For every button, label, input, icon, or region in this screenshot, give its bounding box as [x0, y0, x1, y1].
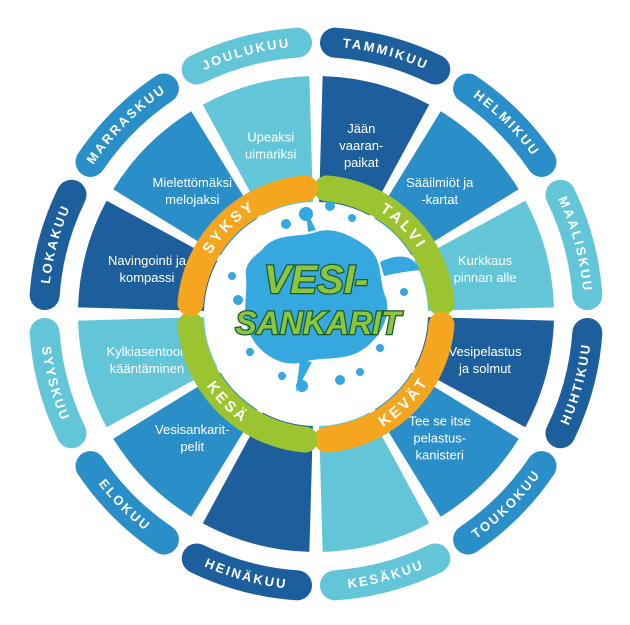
tab-marraskuu	[75, 73, 179, 177]
season-arc-talvi	[313, 175, 455, 317]
season-arc-kevät	[313, 311, 455, 453]
activity-line: Kylkiasentoon	[106, 344, 187, 359]
activity-line: kanisteri	[416, 448, 465, 463]
activity-line: Mielettömäksi	[153, 175, 233, 190]
activity-syyskuu: Kylkiasentoon kääntäminen	[106, 344, 187, 376]
splash-spike	[306, 210, 316, 232]
activity-line: Sääilmiöt ja	[406, 175, 474, 190]
tab-lokakuu	[29, 179, 87, 311]
activity-huhtikuu: Vesipelastus ja solmut	[449, 344, 522, 376]
activity-line: ja solmut	[458, 361, 511, 376]
activity-lokakuu: Navingointi ja kompassi	[108, 253, 187, 285]
season-arc-kesä	[177, 311, 319, 453]
activity-line: -kartat	[421, 192, 458, 207]
activity-line: pelit	[180, 439, 204, 454]
tab-joulukuu	[181, 27, 313, 85]
activity-joulukuu: Upeaksi uimariksi	[245, 129, 296, 161]
activity-tammikuu: Jään vaaran-paikat	[339, 121, 383, 170]
splash-spike	[296, 360, 312, 392]
splash-body	[245, 230, 388, 364]
activity-line: Vesisankarit-	[155, 422, 229, 437]
tab-maaliskuu	[545, 179, 603, 311]
activity-line: Vesipelastus	[449, 344, 522, 359]
tab-huhtikuu	[545, 317, 603, 449]
tab-toukokuu	[453, 451, 557, 555]
activity-marraskuu: Mielettömäksi melojaksi	[153, 175, 233, 207]
activity-maaliskuu: Kurkkaus pinnan alle	[454, 253, 517, 285]
activity-line: Jään	[347, 121, 375, 136]
activity-line: Kurkkaus	[458, 253, 513, 268]
splash-drop	[400, 288, 408, 296]
splash-drop	[376, 344, 384, 352]
vesisankarit-logo: VESI- SANKARIT	[228, 201, 420, 392]
tab-syyskuu	[29, 317, 87, 449]
activity-line: uimariksi	[245, 146, 296, 161]
splash-spike	[380, 256, 420, 276]
tab-tammikuu	[319, 27, 451, 85]
activity-helmikuu: Sääilmiöt ja -kartat	[406, 175, 474, 207]
splash-drop	[233, 295, 243, 305]
activity-line: melojaksi	[165, 192, 219, 207]
tab-kesäkuu	[319, 543, 451, 601]
splash-drop	[325, 201, 335, 211]
season-arc-syksy	[177, 175, 319, 317]
splash-drop	[228, 272, 236, 280]
splash-drop	[335, 375, 345, 385]
activity-line: pelastus-	[413, 431, 466, 446]
logo-line-2: SANKARIT	[235, 305, 403, 341]
activity-toukokuu: Tee se itse pelastus-kanisteri	[409, 414, 471, 463]
activity-line: kompassi	[120, 270, 175, 285]
splash-drop	[281, 219, 291, 229]
splash-drop	[278, 372, 286, 380]
activity-line: paikat	[344, 155, 379, 170]
activity-line: Navingointi ja	[108, 253, 187, 268]
activity-line: kääntäminen	[110, 361, 184, 376]
logo-line-1: VESI-	[264, 258, 368, 302]
tab-heinäkuu	[181, 543, 313, 601]
water-splash-icon	[228, 201, 420, 392]
tab-elokuu	[75, 451, 179, 555]
splash-drop	[356, 368, 364, 376]
activity-line: Upeaksi	[247, 129, 294, 144]
tab-helmikuu	[453, 73, 557, 177]
activity-line: Tee se itse	[409, 414, 471, 429]
activity-line: vaaran-	[339, 138, 383, 153]
splash-drop	[246, 348, 254, 356]
activity-elokuu: Vesisankarit-pelit	[155, 422, 229, 454]
splash-drop	[348, 214, 356, 222]
activity-line: pinnan alle	[454, 270, 517, 285]
splash-drop	[299, 207, 313, 221]
